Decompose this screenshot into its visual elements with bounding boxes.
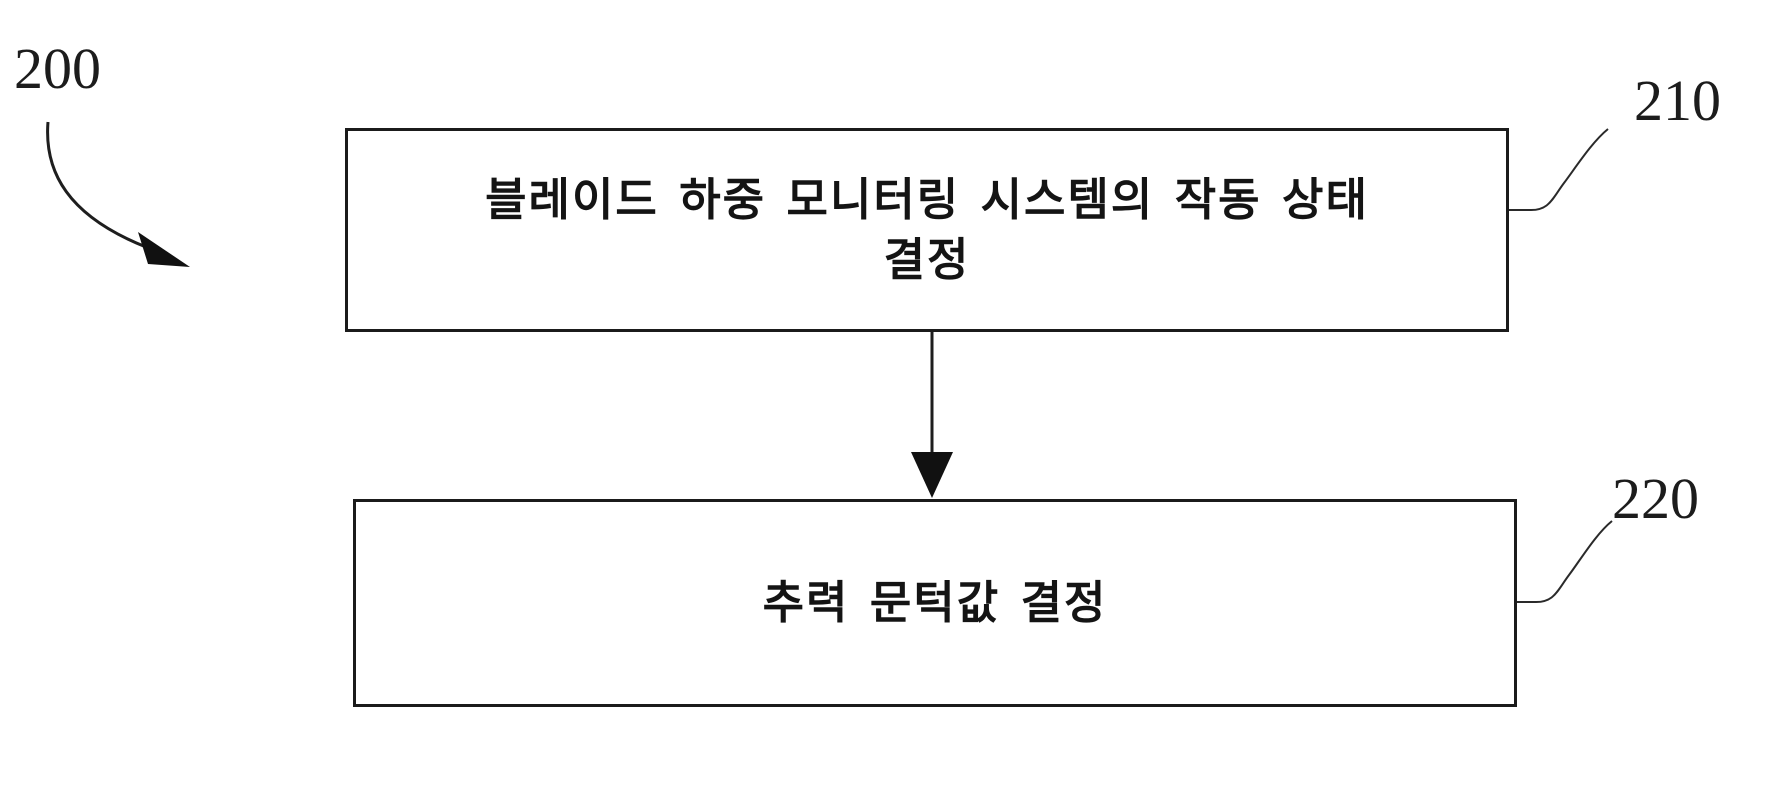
figure-200-arrowhead-icon — [138, 232, 190, 267]
step-box-210: 블레이드 하중 모니터링 시스템의 작동 상태 결정 — [345, 128, 1509, 332]
ref-210-leader-line — [1507, 128, 1609, 212]
figure-200-arrow-curve — [46, 121, 147, 249]
step-220-text: 추력 문턱값 결정 — [763, 573, 1108, 633]
step-210-text: 블레이드 하중 모니터링 시스템의 작동 상태 결정 — [485, 170, 1369, 290]
figure-ref-label-200: 200 — [14, 36, 101, 101]
step-box-220: 추력 문턱값 결정 — [353, 499, 1517, 707]
ref-220-leader-line — [1516, 520, 1613, 604]
ref-label-210: 210 — [1634, 68, 1721, 133]
step-210-text-line1: 블레이드 하중 모니터링 시스템의 작동 상태 — [485, 174, 1369, 225]
flow-arrowhead-icon — [911, 452, 953, 498]
ref-label-220: 220 — [1612, 466, 1699, 531]
step-210-text-line2: 결정 — [883, 234, 971, 285]
step-220-text-line1: 추력 문턱값 결정 — [762, 577, 1108, 628]
